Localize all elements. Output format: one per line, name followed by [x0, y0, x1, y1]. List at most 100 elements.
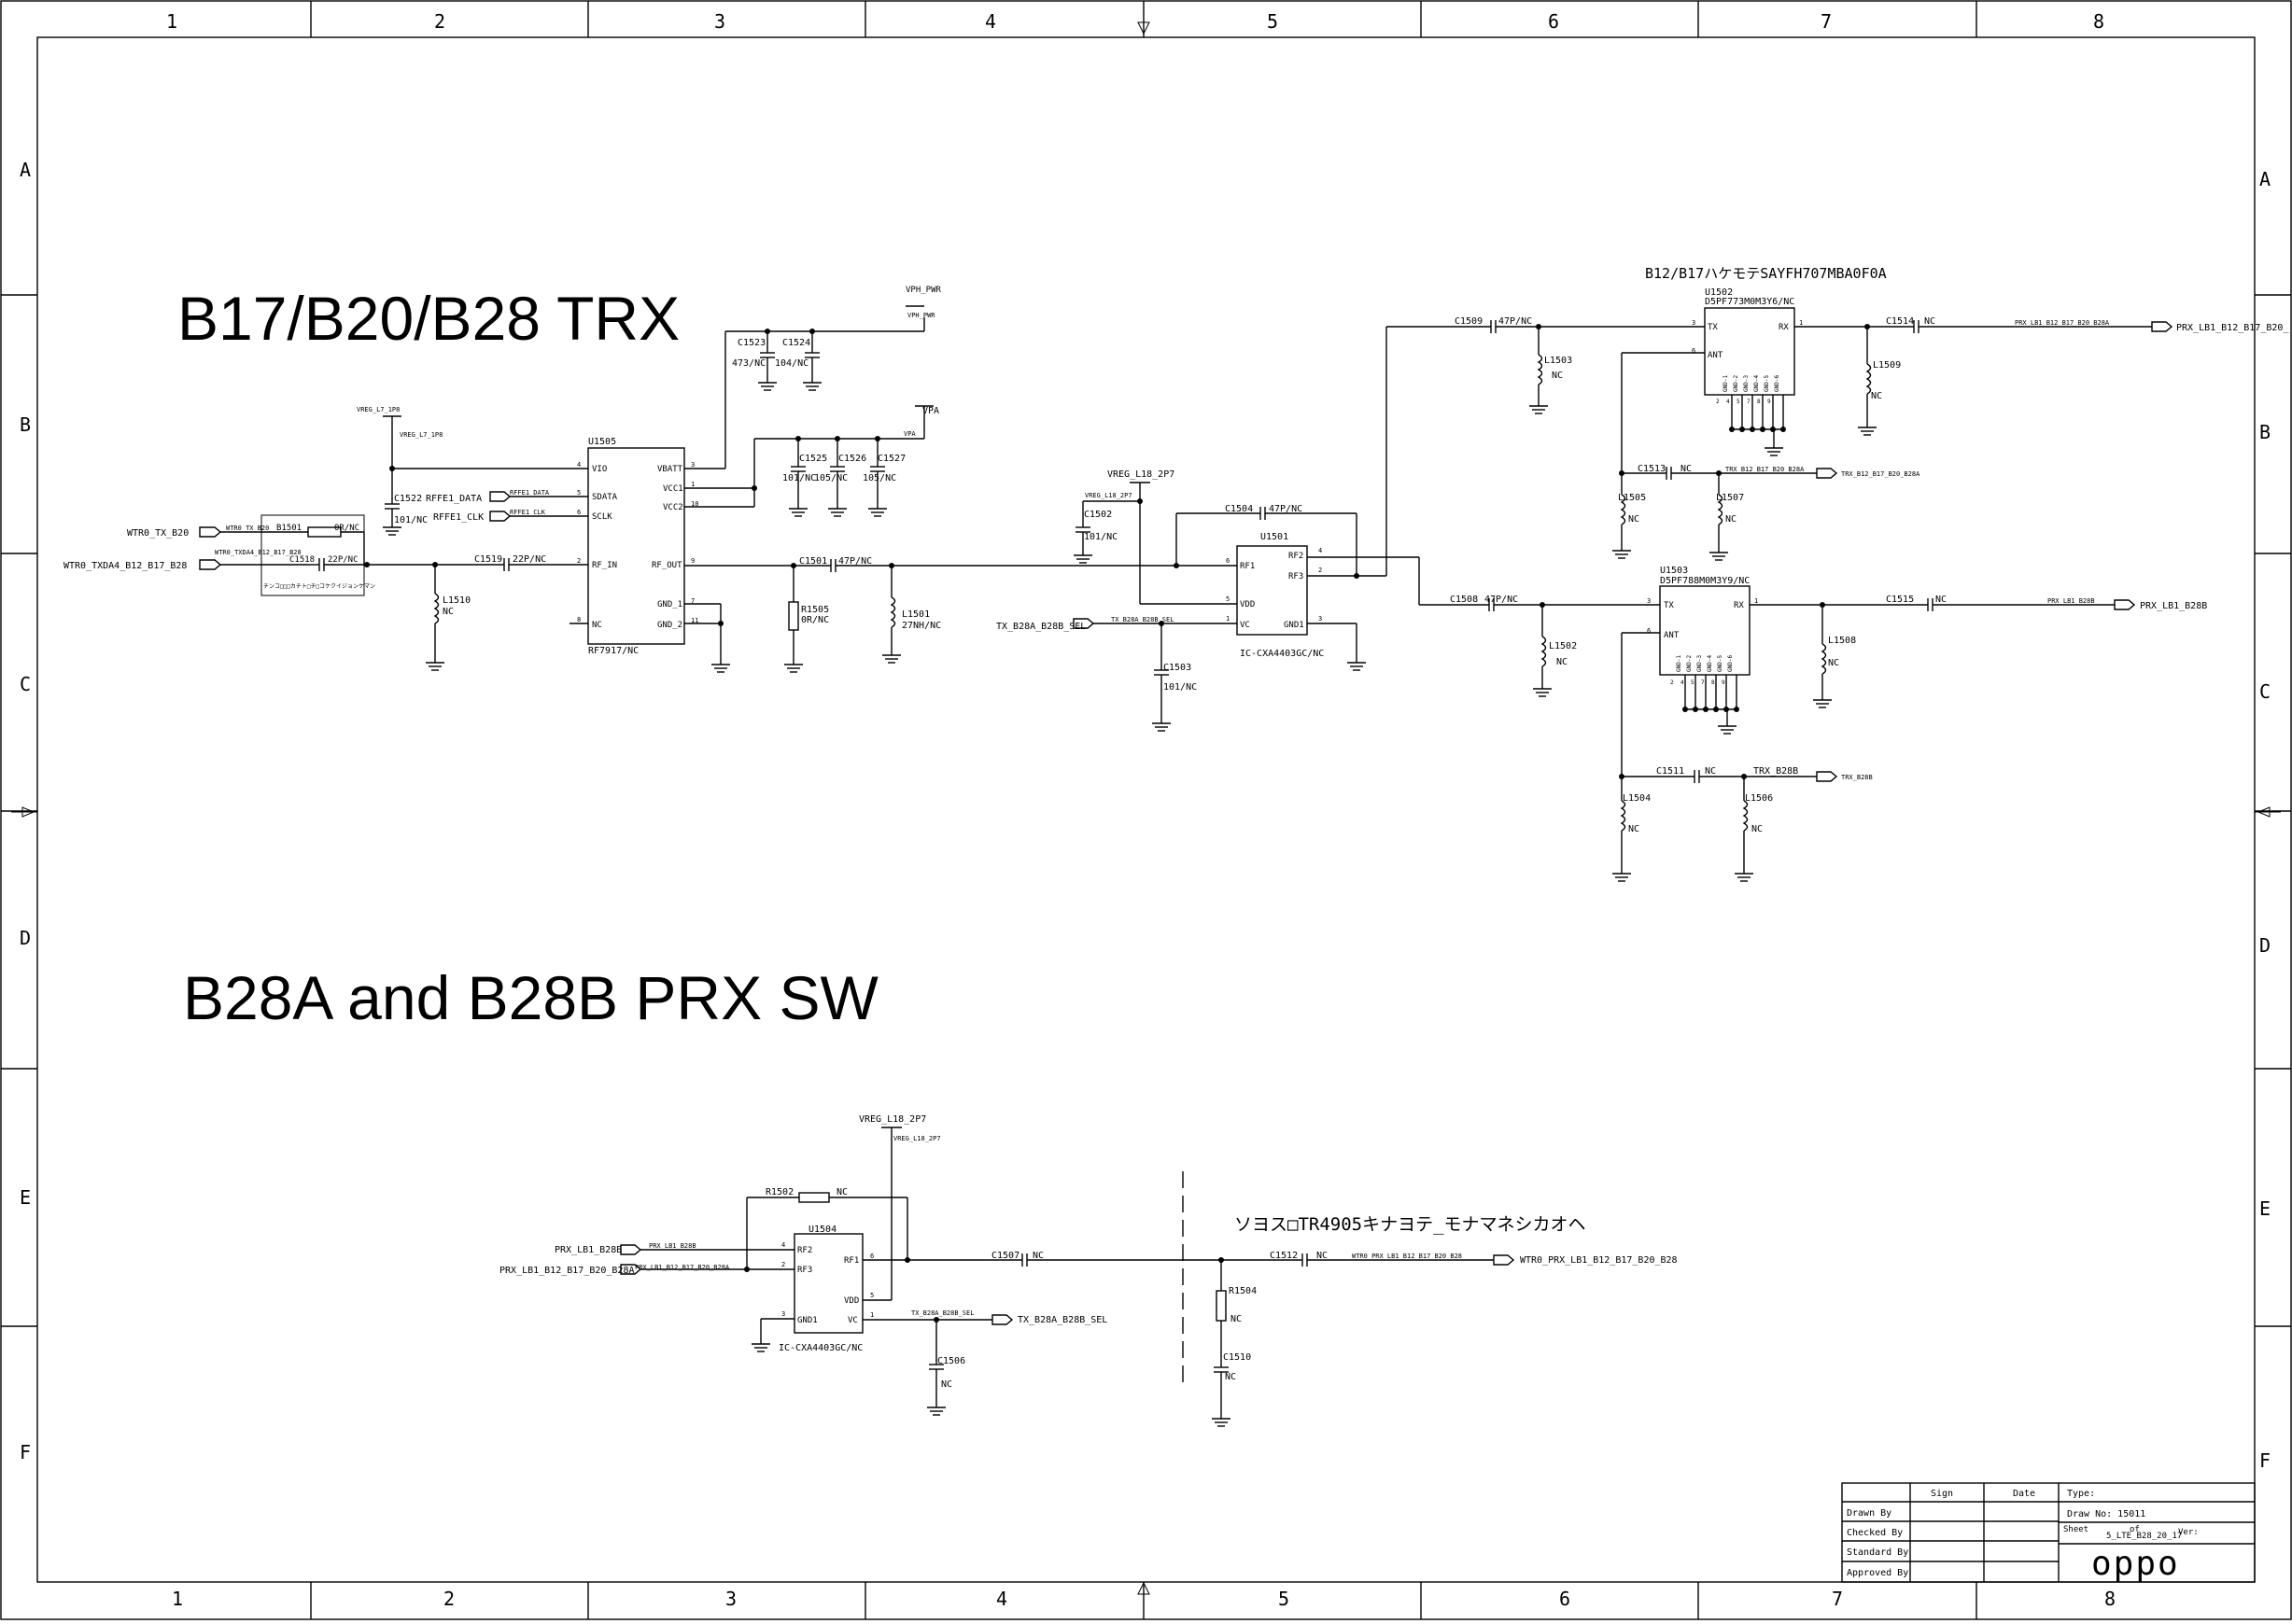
u1503-pn-rx: 1 — [1754, 597, 1758, 605]
u1505-pin-vio: VIO — [592, 465, 607, 474]
net-vph-pwr-label: VPH_PWR — [907, 312, 935, 319]
r1504-value: NC — [1230, 1314, 1242, 1324]
l1501-inductor — [890, 596, 896, 628]
c1526-ref: C1526 — [838, 454, 866, 464]
net-vph-pwr: VPH_PWR — [906, 286, 942, 295]
net-wtr0-prx-label: WTR0_PRX_LB1_B12_B17_B20_B28 — [1352, 1253, 1462, 1260]
c1507-ref: C1507 — [991, 1251, 1019, 1261]
u1505-pn-vcc2: 10 — [691, 500, 698, 508]
u1504-pin-rf2: RF2 — [797, 1246, 812, 1255]
u1502-part: D5PF773M0M3Y6/NC — [1705, 297, 1794, 307]
u1503-gnd-pin-numbers: 2 4 5 7 8 9 — [1670, 679, 1725, 686]
u1503-gnd4: GND-4 — [1707, 655, 1713, 672]
l1502-ref: L1502 — [1549, 641, 1577, 651]
u1501-pin-gnd1: GND1 — [1284, 621, 1304, 630]
c1524-ref: C1524 — [782, 338, 810, 348]
u1502-gnd-pin-labels: GND-1 GND-2 GND-3 GND-4 GND-5 GND-6 — [1723, 375, 1780, 392]
u1502-gnd2: GND-2 — [1733, 375, 1739, 392]
u1502-pin-ant: ANT — [1708, 351, 1723, 360]
c1515-value: NC — [1935, 595, 1947, 605]
u1502-gnd6: GND-6 — [1774, 375, 1780, 392]
u1505-pn-vcc1: 1 — [691, 481, 695, 488]
net-rffe1-data: RFFE1_DATA — [426, 494, 482, 504]
u1502-gnd-pn3: 5 — [1737, 399, 1740, 405]
tb-ver: Ver: — [2178, 1528, 2199, 1537]
c1510-ref: C1510 — [1223, 1352, 1251, 1363]
u1503-gnd-pn6: 9 — [1722, 679, 1725, 686]
u1504-prx-switch: VREG_L18_2P7 VREG_L18_2P7 R1502 NC PRX_L… — [499, 1114, 1678, 1427]
c1503-ref: C1503 — [1163, 663, 1191, 673]
tb-sheet-name: 5_LTE_B28_20_17 — [2106, 1532, 2182, 1541]
u1504-pn-gnd1: 3 — [781, 1310, 785, 1318]
c1525-c1527-caps — [789, 439, 887, 517]
port-prx-lb1-b28a — [2151, 321, 2173, 332]
c1509-value: 47P/NC — [1498, 316, 1532, 327]
u1505-pn-rfout: 9 — [691, 557, 695, 565]
net-prx-b28a-in: PRX_LB1_B12_B17_B20_B28A — [499, 1266, 635, 1276]
tb-checked-by: Checked By — [1847, 1528, 1903, 1538]
frame-column-labels-top: 1 2 3 4 5 6 7 8 — [166, 10, 2104, 33]
row-label-d: D — [20, 927, 31, 949]
c1504-ref: C1504 — [1225, 504, 1253, 514]
u1503-gnd-pn5: 8 — [1711, 679, 1715, 686]
rffe-bus: RFFE1_DATA RFFE1_DATA RFFE1_CLK RFFE1_CL… — [426, 489, 588, 624]
net-vreg-l7: VREG_L7_1P8 — [357, 406, 400, 413]
u1503-gnd5: GND-5 — [1717, 655, 1723, 672]
u1505-pn-rfin: 2 — [577, 557, 581, 565]
c1506-value: NC — [941, 1379, 952, 1390]
l1508-inductor — [1821, 643, 1827, 675]
col-label-4: 4 — [985, 10, 996, 33]
l1509-value: NC — [1871, 391, 1882, 401]
c1518-value: 22P/NC — [328, 555, 359, 565]
u1503-pin-ant: ANT — [1664, 631, 1680, 640]
vio-supply: VREG_L7_1P8 VREG_L7_1P8 C1522 101/NC — [357, 406, 588, 536]
u1502-pn-tx: 3 — [1692, 319, 1695, 327]
u1505-pn-gnd1: 7 — [691, 597, 695, 605]
u1505-pn-gnd2: 11 — [691, 617, 698, 624]
u1502-gnd-pin-numbers: 2 4 5 7 8 9 — [1716, 399, 1771, 405]
tb-standard-by: Standard By — [1847, 1547, 1908, 1558]
c1509-ref: C1509 — [1455, 316, 1483, 327]
c1513-ref: C1513 — [1638, 464, 1666, 474]
row-label-e-r: E — [2259, 1197, 2271, 1220]
l1501-ref: L1501 — [902, 609, 930, 620]
u1501-pin-rf2: RF2 — [1288, 552, 1303, 561]
net-trx-b28b-label: TRX_B28B — [1753, 766, 1798, 777]
u1503-pn-tx: 3 — [1647, 597, 1651, 605]
net-rffe1-clk-label: RFFE1_CLK — [510, 509, 546, 516]
u1504-pn-vc: 1 — [870, 1311, 874, 1319]
r1502-resistor — [798, 1192, 830, 1203]
u1505-pn-vbatt: 3 — [691, 461, 695, 469]
c1519-value: 22P/NC — [513, 554, 546, 565]
u1504-pin-vdd: VDD — [844, 1296, 859, 1306]
row-label-a-r: A — [2259, 168, 2271, 190]
u1501-pin-vc: VC — [1240, 621, 1250, 630]
port-tx-sel — [1073, 618, 1095, 629]
port-prx-b28b-in — [620, 1244, 642, 1255]
u1501-pn-rf3: 2 — [1318, 567, 1322, 574]
u1504-part: IC-CXA4403GC/NC — [779, 1343, 863, 1353]
net-vreg-l18-label: VREG_L18_2P7 — [1085, 492, 1132, 499]
col-label-3-b: 3 — [725, 1588, 737, 1610]
u1503-gnd-pn2: 4 — [1680, 679, 1684, 686]
c1523-value: 473/NC — [732, 358, 766, 369]
u1502-gnd-pn6: 9 — [1767, 399, 1771, 405]
net-prx-b28b-in: PRX_LB1_B28B — [555, 1245, 622, 1255]
u1501-pn-gnd1: 3 — [1318, 615, 1322, 623]
u1501-pn-vdd: 5 — [1226, 595, 1230, 603]
port-wtr0-txda4 — [199, 559, 222, 570]
u1502-pin-rx: RX — [1779, 323, 1789, 332]
row-label-e: E — [20, 1186, 31, 1209]
u1505-pa: U1505 RF7917/NC VIO SDATA SCLK RF_IN NC … — [577, 437, 698, 656]
c1501-ref: C1501 — [799, 556, 827, 567]
port-trx-b28a — [1816, 468, 1838, 479]
input-ports: WTR0_TX_B20 WTR0_TX_B20 WTR0_TXDA4_B12_B… — [63, 514, 375, 596]
title-block: Sign Date Type: Drawn By Checked By Stan… — [1841, 1482, 2256, 1583]
u1503-gnd-pn3: 5 — [1691, 679, 1694, 686]
u1503-gnd3: GND-3 — [1696, 655, 1703, 672]
u1504-pin-vc: VC — [848, 1316, 858, 1325]
u1504-pin-gnd1: GND1 — [797, 1316, 818, 1325]
c1508-value: 47P/NC — [1484, 595, 1518, 605]
u1502-gnd3: GND-3 — [1743, 375, 1750, 392]
c1513-value: NC — [1680, 464, 1692, 474]
